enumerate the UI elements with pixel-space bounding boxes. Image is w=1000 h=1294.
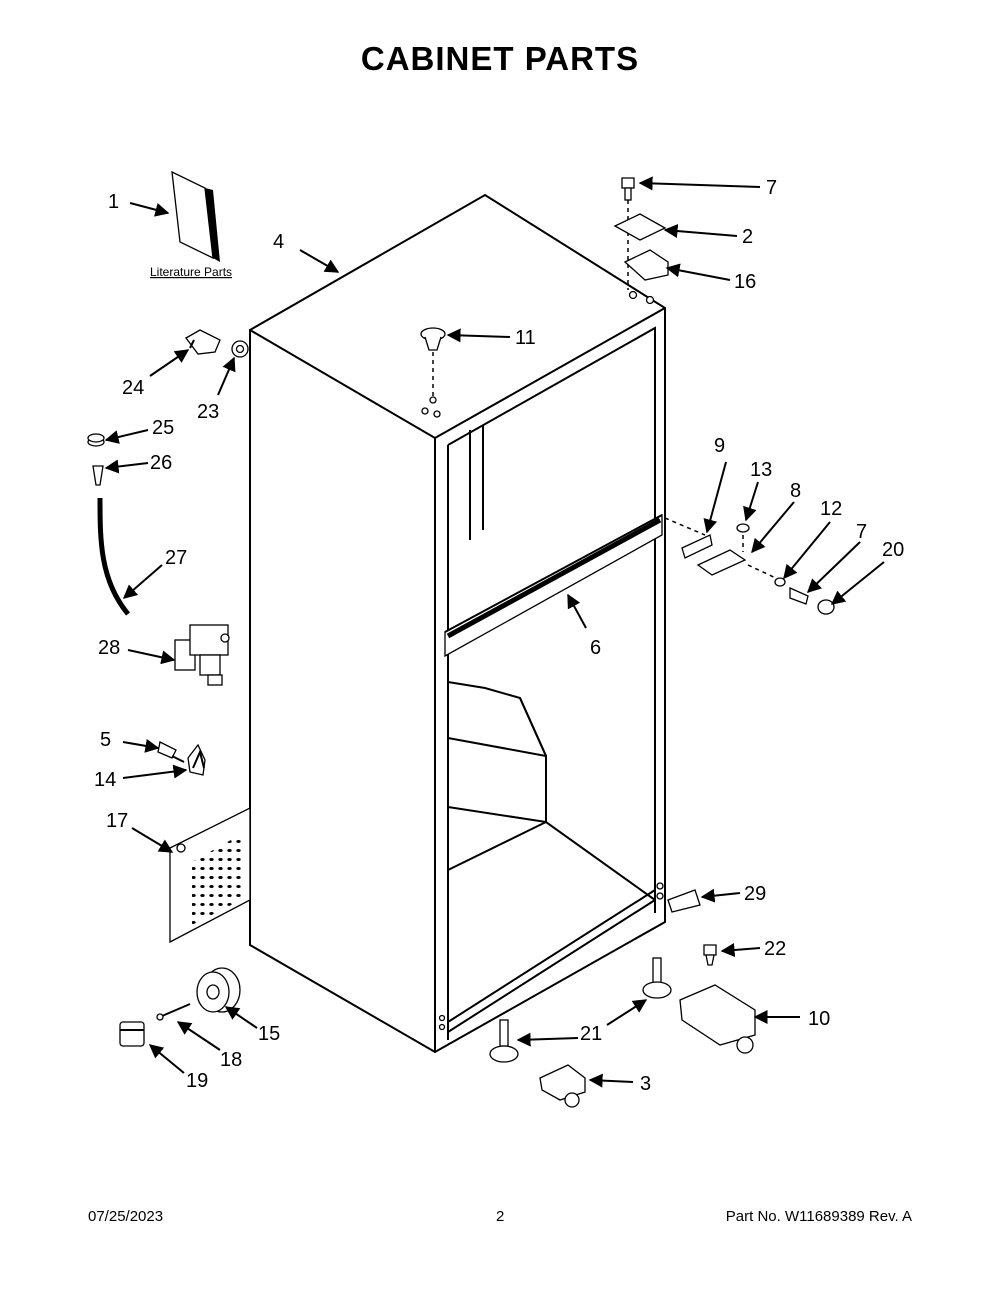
callout-24: 24: [122, 377, 144, 399]
front-rollers: [539, 984, 756, 1108]
callout-26: 26: [150, 452, 172, 474]
literature-part: [171, 170, 220, 262]
clip-and-screw: [157, 741, 206, 776]
water-inlet-fitting: [185, 329, 249, 358]
top-hinge-assembly: [613, 177, 669, 290]
callout-15: 15: [258, 1023, 280, 1045]
callout-1: 1: [108, 191, 119, 213]
rear-grille: [169, 806, 251, 944]
callout-18: 18: [220, 1049, 242, 1071]
callout-29: 29: [744, 883, 766, 905]
callout-13: 13: [750, 459, 772, 481]
callout-7b: 7: [856, 521, 867, 543]
callout-19: 19: [186, 1070, 208, 1092]
bottom-plate-and-screw: [667, 889, 717, 966]
callout-5: 5: [100, 729, 111, 751]
callout-11: 11: [515, 327, 536, 349]
top-plug: [420, 327, 446, 404]
leader-lines: [104, 176, 885, 1088]
callout-17: 17: [106, 810, 128, 832]
water-tube: [87, 433, 130, 616]
callout-8: 8: [790, 480, 801, 502]
callout-20: 20: [882, 539, 904, 561]
callout-6: 6: [590, 637, 601, 659]
callout-3: 3: [640, 1073, 651, 1095]
callout-16: 16: [734, 271, 756, 293]
callout-23: 23: [197, 401, 219, 423]
callout-25: 25: [152, 417, 174, 439]
callout-2: 2: [742, 226, 753, 248]
water-valve: [174, 624, 230, 686]
callout-12: 12: [820, 498, 842, 520]
callout-4: 4: [273, 231, 284, 253]
callout-27: 27: [165, 547, 187, 569]
callout-28: 28: [98, 637, 120, 659]
end-cap: [119, 1021, 145, 1047]
page-title: CABINET PARTS: [360, 40, 640, 77]
callout-9: 9: [714, 435, 725, 457]
callout-21: 21: [580, 1023, 602, 1045]
cabinet: [248, 193, 667, 1054]
footer-part-number: Part No. W11689389 Rev. A: [725, 1208, 912, 1225]
middle-hinge-assembly: [664, 517, 835, 615]
footer-page-number: 2: [496, 1208, 505, 1225]
callout-7: 7: [766, 177, 777, 199]
rear-roller: [156, 967, 241, 1021]
leveling-legs: [489, 957, 672, 1063]
literature-parts-label: Literature Parts: [150, 265, 232, 279]
callout-10: 10: [808, 1008, 830, 1030]
footer-date: 07/25/2023: [88, 1208, 164, 1225]
callout-14: 14: [94, 769, 116, 791]
callout-22: 22: [764, 938, 786, 960]
